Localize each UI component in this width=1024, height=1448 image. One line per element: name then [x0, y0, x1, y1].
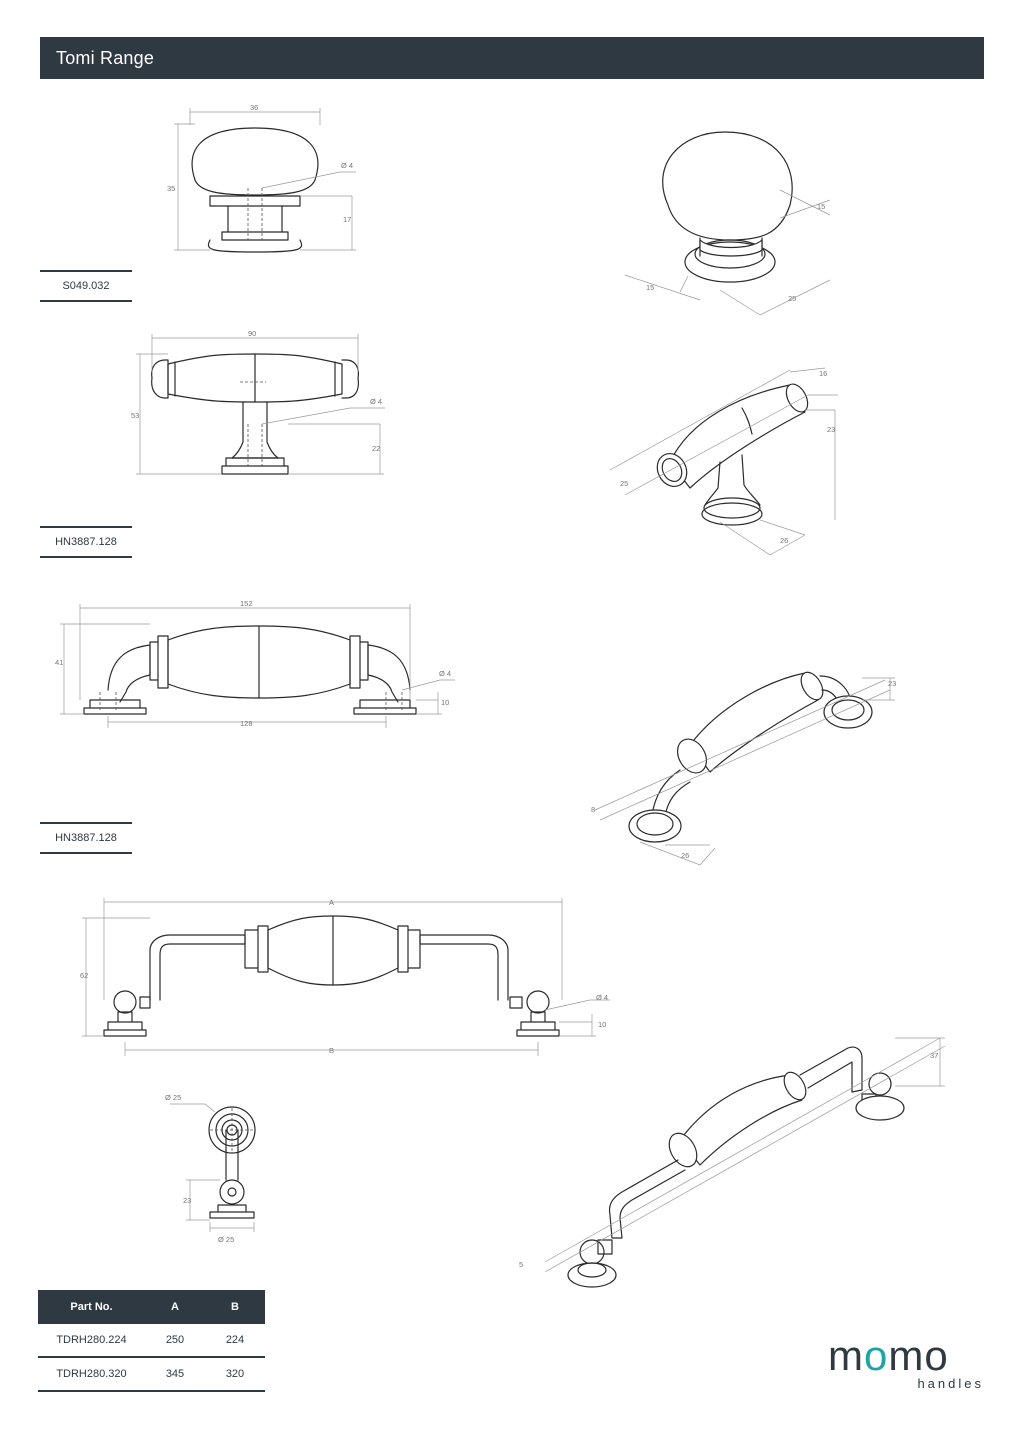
pull-width-label: 152 [240, 599, 253, 608]
pull-iso-view: 23 8 26 [591, 671, 896, 866]
dhandle-height-label: 62 [80, 971, 88, 980]
column-header: A [145, 1290, 205, 1324]
pull-height-label: 41 [55, 658, 63, 667]
table-cell: 320 [205, 1357, 265, 1392]
knob-iso-b-label: 15 [817, 202, 825, 211]
logo-accent-letter: o [864, 1332, 889, 1379]
product-code-pull: HN3887.128 [40, 822, 132, 854]
knob-iso-a-label: 15 [646, 283, 654, 292]
knob-base-label: 17 [343, 215, 351, 224]
tbar-iso-c-label: 25 [620, 479, 628, 488]
knob-iso-c-label: 25 [788, 294, 796, 303]
tbar-iso-b-label: 23 [827, 425, 835, 434]
pull-dia-label: Ø 4 [439, 669, 451, 678]
dhandle-base-label: 10 [598, 1020, 606, 1029]
table-header-row: Part No. A B [38, 1290, 265, 1324]
dhandle-iso-view: 37 5 [519, 1037, 946, 1288]
dhandle-width-label: A [329, 898, 334, 907]
dhandle-iso-b-label: 5 [519, 1260, 523, 1269]
logo-wordmark: m o mo [828, 1332, 949, 1379]
table-row: TDRH280.224 250 224 [38, 1324, 265, 1358]
knob-iso-view: 15 15 25 [624, 131, 831, 316]
dhandle-dia-label: Ø 4 [596, 993, 608, 1002]
table-cell: TDRH280.224 [38, 1324, 145, 1358]
tbar-base-label: 22 [372, 444, 380, 453]
tbar-height-label: 53 [131, 411, 139, 420]
pull-iso-c-label: 26 [681, 851, 689, 860]
tbar-iso-d-label: 26 [780, 536, 788, 545]
column-header: Part No. [38, 1290, 145, 1324]
knob-height-label: 35 [167, 184, 175, 193]
table-cell: 224 [205, 1324, 265, 1358]
dhandle-centres-label: B [329, 1046, 334, 1055]
pull-centres-label: 128 [240, 719, 253, 728]
column-header: B [205, 1290, 265, 1324]
table-cell: TDRH280.320 [38, 1357, 145, 1392]
dhandle-front-view: A 62 Ø 4 10 B [80, 898, 610, 1056]
momo-handles-logo: m o mo handles [828, 1332, 988, 1396]
knob-front-view: 36 35 Ø 4 17 [167, 103, 356, 253]
tbar-front-view: 90 53 Ø 4 22 [131, 329, 385, 475]
tbar-dia-label: Ø 4 [370, 397, 382, 406]
tbar-width-label: 90 [248, 329, 256, 338]
end-bottom-label: Ø 25 [218, 1235, 234, 1244]
knob-width-label: 36 [250, 103, 258, 112]
table-cell: 345 [145, 1357, 205, 1392]
table-row: TDRH280.320 345 320 [38, 1357, 265, 1392]
parts-table: Part No. A B TDRH280.224 250 224 TDRH280… [38, 1290, 265, 1392]
page-header: Tomi Range [40, 37, 984, 79]
pull-iso-a-label: 23 [888, 679, 896, 688]
table-cell: 250 [145, 1324, 205, 1358]
knob-dia-label: Ø 4 [341, 161, 353, 170]
tbar-iso-view: 16 23 25 26 [609, 367, 838, 556]
page-title: Tomi Range [56, 47, 155, 68]
tbar-iso-a-label: 16 [819, 369, 827, 378]
end-top-label: Ø 25 [165, 1093, 181, 1102]
pull-iso-b-label: 8 [591, 805, 595, 814]
dhandle-iso-a-label: 37 [930, 1051, 938, 1060]
dhandle-end-view: Ø 25 23 Ø 25 [165, 1093, 256, 1244]
product-code-tbar: HN3887.128 [40, 526, 132, 558]
pull-front-view: 152 41 Ø 4 10 128 [55, 599, 455, 728]
logo-subtitle: handles [917, 1376, 984, 1391]
pull-base-label: 10 [441, 698, 449, 707]
product-code-knob: S049.032 [40, 270, 132, 302]
end-side-label: 23 [183, 1196, 191, 1205]
